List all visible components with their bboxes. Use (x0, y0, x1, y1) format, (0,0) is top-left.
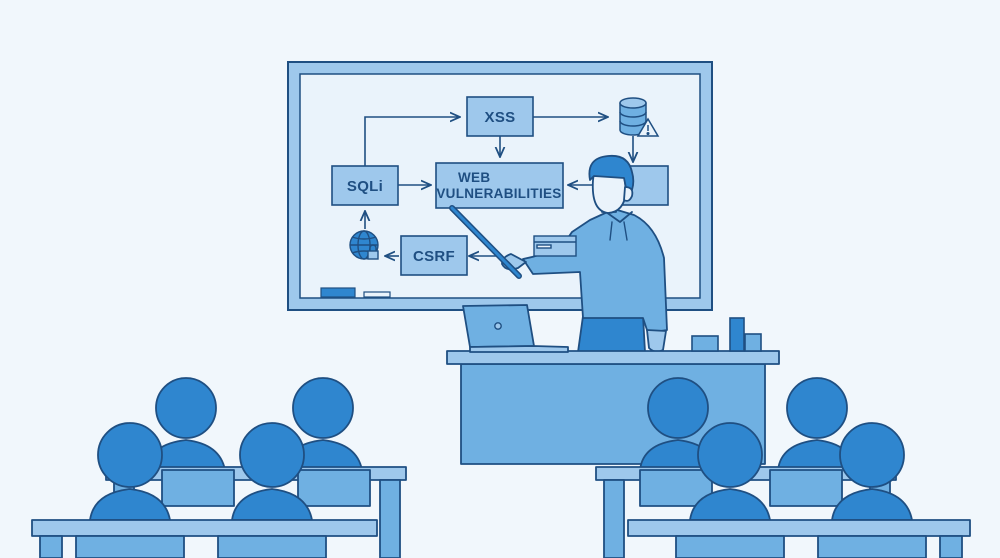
pointer-stick (449, 205, 522, 279)
node-xss-label: XSS (485, 109, 516, 126)
students-left (31, 377, 407, 558)
node-xss: XSS (466, 96, 534, 137)
node-web-vulnerabilities: WEB VULNERABILITIES (435, 162, 564, 209)
node-sqli-label: SQLi (347, 178, 383, 195)
desk-row-front-left (31, 519, 378, 537)
laptop-icon (462, 304, 569, 353)
node-csrf: CSRF (400, 235, 468, 276)
desk-items (691, 317, 762, 352)
teacher (501, 154, 668, 353)
desk-row-front-right (627, 519, 971, 537)
center-label-line2: VULNERABILITIES (436, 186, 561, 201)
browser-window-icon (533, 235, 577, 257)
whiteboard-marker (363, 291, 391, 298)
whiteboard-eraser (320, 287, 356, 298)
node-sqli: SQLi (331, 165, 399, 206)
diagram-connectors (365, 117, 633, 256)
students-right (595, 377, 971, 558)
center-label-line1: WEB (458, 170, 490, 185)
node-csrf-label: CSRF (413, 248, 455, 265)
globe-lock-icon (349, 230, 379, 260)
database-warning-icon (619, 97, 660, 137)
